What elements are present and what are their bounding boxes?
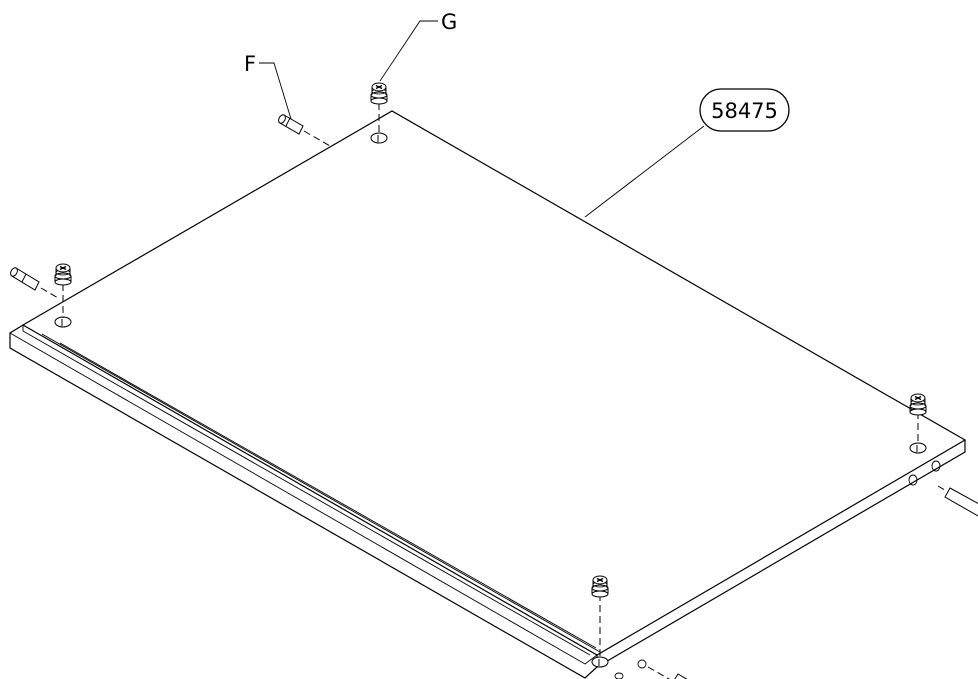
drilled-hole-icon: [370, 132, 388, 144]
label-cam-bolt-g: G: [441, 10, 457, 34]
cam-bolt-icon: [370, 82, 388, 105]
edge-hole-icon: [614, 672, 624, 679]
drilled-hole-icon: [591, 656, 609, 668]
part-number-callout: [699, 88, 790, 132]
dowel-pin-icon: [278, 114, 331, 147]
dowel-pin-icon: [937, 485, 978, 517]
label-dowel-f: F: [244, 52, 256, 76]
shelf-panel: [9, 110, 967, 679]
leader-line-part: [584, 125, 705, 218]
edge-hole-icon: [908, 474, 918, 486]
drilled-hole-icon: [54, 316, 72, 328]
cam-bolt-icon: [591, 575, 609, 598]
drilled-hole-icon: [909, 442, 927, 454]
cam-bolt-icon: [909, 393, 927, 416]
dowel-pin-icon: [647, 666, 688, 679]
leader-line-g: [379, 20, 438, 82]
part-number: 58475: [711, 99, 778, 123]
edge-hole-icon: [931, 460, 941, 472]
dowel-pin-icon: [10, 267, 61, 300]
cam-bolt-icon: [54, 263, 72, 286]
edge-hole-icon: [637, 659, 647, 669]
leader-line-f: [259, 62, 292, 120]
